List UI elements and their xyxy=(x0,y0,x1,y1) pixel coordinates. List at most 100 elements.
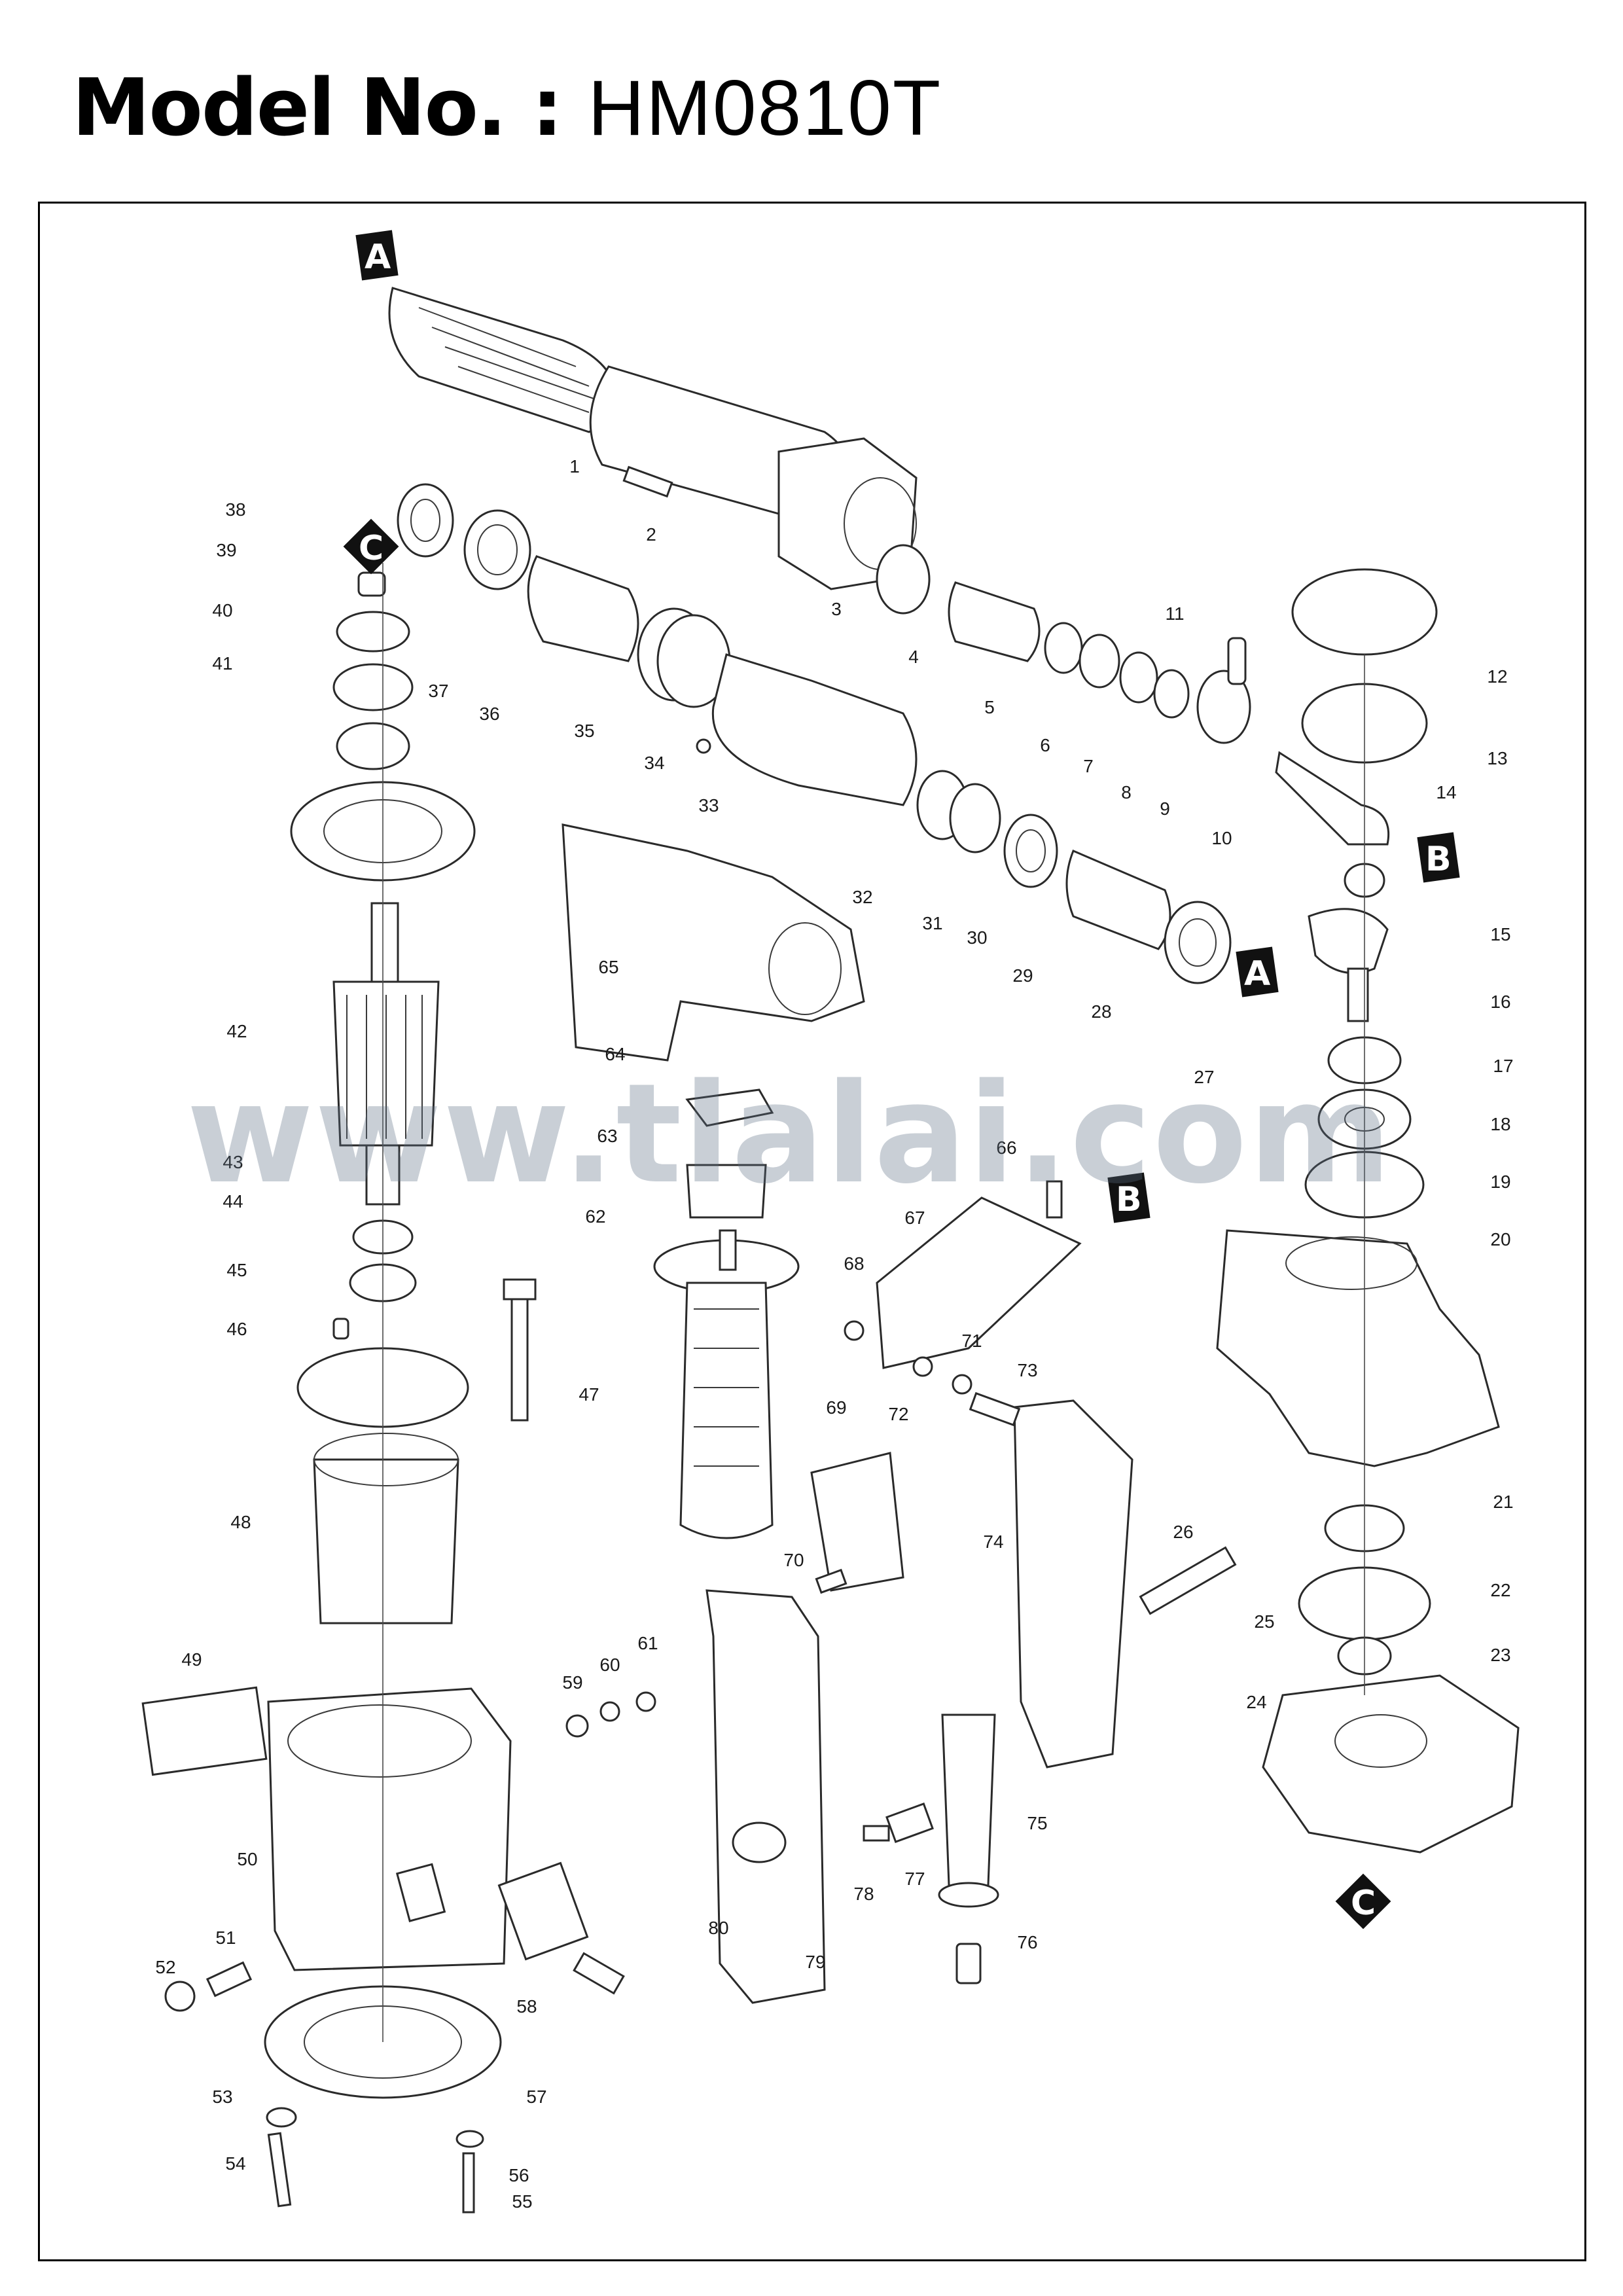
part-number-59: 59 xyxy=(562,1672,582,1693)
part-number-80: 80 xyxy=(708,1918,728,1938)
model-label: Model No. : xyxy=(72,63,563,154)
part-number-16: 16 xyxy=(1490,992,1510,1012)
part-number-42: 42 xyxy=(226,1021,247,1041)
diagram-frame xyxy=(38,202,1586,2261)
part-number-31: 31 xyxy=(922,913,942,933)
part-number-69: 69 xyxy=(826,1397,846,1418)
part-number-43: 43 xyxy=(223,1152,243,1172)
page-title: Model No. :HM0810T xyxy=(72,69,942,148)
tag-c-top: C xyxy=(343,518,399,575)
part-number-7: 7 xyxy=(1083,756,1094,776)
part-number-52: 52 xyxy=(155,1957,175,1977)
tag-b-label: B xyxy=(1425,840,1452,879)
part-number-1: 1 xyxy=(569,456,580,476)
part-number-22: 22 xyxy=(1490,1580,1510,1600)
part-number-45: 45 xyxy=(226,1260,247,1280)
part-number-65: 65 xyxy=(598,957,618,977)
part-number-13: 13 xyxy=(1487,748,1507,768)
small-rings xyxy=(876,544,1251,744)
part-number-30: 30 xyxy=(967,927,987,948)
part-number-44: 44 xyxy=(223,1191,243,1211)
part-number-6: 6 xyxy=(1040,735,1050,755)
bolt xyxy=(622,465,673,498)
part-number-24: 24 xyxy=(1246,1692,1266,1712)
part-number-32: 32 xyxy=(852,887,872,907)
part-number-78: 78 xyxy=(853,1884,874,1904)
part-number-11: 11 xyxy=(1165,603,1184,624)
part-number-67: 67 xyxy=(904,1208,925,1228)
part-number-73: 73 xyxy=(1017,1360,1037,1380)
part-number-62: 62 xyxy=(585,1206,605,1227)
part-number-79: 79 xyxy=(805,1952,825,1972)
tag-b-top: B xyxy=(1417,832,1460,883)
part-number-77: 77 xyxy=(904,1869,925,1889)
part-number-26: 26 xyxy=(1173,1522,1193,1542)
part-number-66: 66 xyxy=(996,1138,1016,1158)
part-number-75: 75 xyxy=(1027,1813,1047,1833)
right-assembly xyxy=(1216,568,1520,1854)
part-number-47: 47 xyxy=(579,1384,599,1405)
tag-a-label: A xyxy=(1244,954,1270,994)
barrel-row xyxy=(397,483,1232,984)
motor-stack xyxy=(141,563,625,2214)
part-number-54: 54 xyxy=(225,2153,245,2174)
part-number-38: 38 xyxy=(225,499,245,520)
part-number-18: 18 xyxy=(1490,1114,1510,1134)
part-number-60: 60 xyxy=(599,1655,620,1675)
part-number-34: 34 xyxy=(644,753,664,773)
tag-a-label: A xyxy=(365,238,391,277)
tag-c-label: C xyxy=(1351,1884,1376,1923)
part-number-70: 70 xyxy=(783,1550,804,1570)
part-number-50: 50 xyxy=(237,1849,257,1869)
part-number-35: 35 xyxy=(574,721,594,741)
part-number-21: 21 xyxy=(1493,1492,1513,1512)
tag-a-mid: A xyxy=(1236,946,1279,997)
part-number-5: 5 xyxy=(984,697,995,717)
part-number-9: 9 xyxy=(1160,798,1170,819)
part-number-12: 12 xyxy=(1487,666,1507,687)
cylinder-cover xyxy=(388,287,618,433)
part-number-68: 68 xyxy=(844,1253,864,1274)
part-number-8: 8 xyxy=(1121,782,1132,802)
part-number-2: 2 xyxy=(646,524,656,545)
part-number-4: 4 xyxy=(908,647,919,667)
part-number-40: 40 xyxy=(212,600,232,620)
part-number-20: 20 xyxy=(1490,1229,1510,1249)
part-number-17: 17 xyxy=(1493,1056,1513,1076)
side-grip xyxy=(562,823,865,1539)
part-number-46: 46 xyxy=(226,1319,247,1339)
part-number-3: 3 xyxy=(831,599,842,619)
part-number-55: 55 xyxy=(512,2191,532,2212)
part-number-63: 63 xyxy=(597,1126,617,1146)
part-number-15: 15 xyxy=(1490,924,1510,944)
part-number-10: 10 xyxy=(1211,828,1232,848)
part-number-23: 23 xyxy=(1490,1645,1510,1665)
part-number-71: 71 xyxy=(961,1331,982,1351)
part-number-29: 29 xyxy=(1012,965,1033,986)
part-number-28: 28 xyxy=(1091,1001,1111,1022)
part-number-36: 36 xyxy=(479,704,499,724)
handle-assembly xyxy=(565,1180,1237,2004)
model-number: HM0810T xyxy=(588,64,942,152)
tag-b-label: B xyxy=(1116,1180,1142,1219)
part-number-51: 51 xyxy=(215,1928,236,1948)
part-number-48: 48 xyxy=(230,1512,251,1532)
part-number-76: 76 xyxy=(1017,1932,1037,1952)
part-number-74: 74 xyxy=(983,1532,1003,1552)
part-number-64: 64 xyxy=(605,1044,625,1064)
part-number-49: 49 xyxy=(181,1649,202,1670)
tag-a-top: A xyxy=(355,230,399,281)
tag-c-label: C xyxy=(359,529,383,568)
part-number-labels: 1234567891011121314151617181920212223242… xyxy=(155,456,1513,2212)
part-number-39: 39 xyxy=(216,540,236,560)
part-number-33: 33 xyxy=(698,795,719,816)
part-number-53: 53 xyxy=(212,2087,232,2107)
part-number-27: 27 xyxy=(1194,1067,1214,1087)
part-number-61: 61 xyxy=(637,1633,658,1653)
tag-b-mid: B xyxy=(1107,1172,1150,1223)
tag-c-bottom: C xyxy=(1335,1873,1391,1929)
part-number-41: 41 xyxy=(212,653,232,673)
part-number-25: 25 xyxy=(1254,1611,1274,1632)
part-number-72: 72 xyxy=(888,1404,908,1424)
